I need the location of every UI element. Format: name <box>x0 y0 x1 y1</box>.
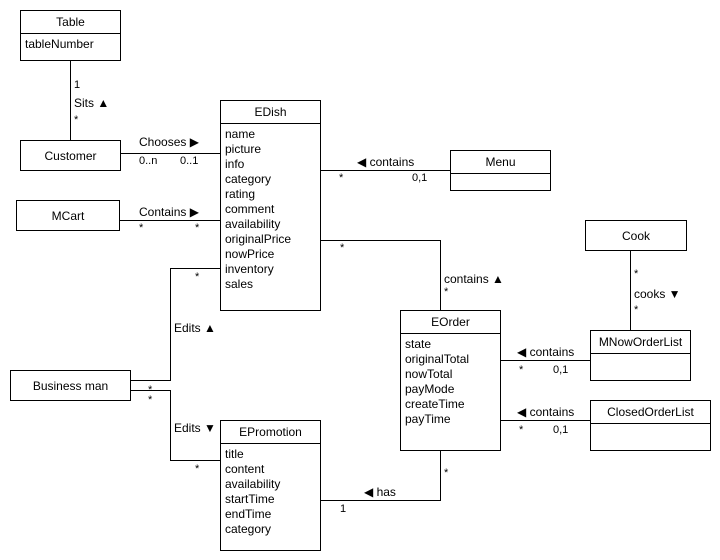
multiplicity: * <box>195 271 200 283</box>
attribute: availability <box>225 477 281 491</box>
association-label-cart-contains: Contains ▶ <box>139 205 199 219</box>
class-name: Cook <box>621 228 650 243</box>
attribute: startTime <box>225 492 275 506</box>
multiplicity: 0,1 <box>553 424 569 436</box>
attribute-list: state originalTotal nowTotal payMode cre… <box>401 334 500 427</box>
attribute: state <box>405 337 432 351</box>
multiplicity: * <box>340 242 345 254</box>
multiplicity: * <box>148 394 153 406</box>
attribute: nowPrice <box>225 247 275 261</box>
association-label-menu-contains: ◀ contains <box>357 155 415 169</box>
multiplicity: * <box>195 222 200 234</box>
multiplicity: 0,1 <box>412 172 428 184</box>
association-label-order-contains: contains ▲ <box>444 272 504 286</box>
attribute: payMode <box>405 382 455 396</box>
class-name: MNowOrderList <box>591 331 690 354</box>
multiplicity: 0..n <box>139 155 158 167</box>
multiplicity: * <box>195 463 200 475</box>
attribute: comment <box>225 202 275 216</box>
attribute: category <box>225 522 272 536</box>
multiplicity: * <box>634 268 639 280</box>
class-name: EPromotion <box>221 421 320 444</box>
attribute: payTime <box>405 412 451 426</box>
class-name: EDish <box>221 101 320 124</box>
association-label-chooses: Chooses ▶ <box>139 135 199 149</box>
multiplicity: * <box>74 114 79 126</box>
class-menu[interactable]: Menu <box>450 150 551 191</box>
class-business-man[interactable]: Business man <box>10 370 131 401</box>
multiplicity: * <box>139 222 144 234</box>
association-label-sits: Sits ▲ <box>74 96 110 110</box>
class-mcart[interactable]: MCart <box>16 200 120 231</box>
multiplicity: 0,1 <box>553 364 569 376</box>
multiplicity: 1 <box>74 79 81 91</box>
attribute: content <box>225 462 265 476</box>
class-name: ClosedOrderList <box>591 401 710 424</box>
attribute: nowTotal <box>405 367 453 381</box>
class-eorder[interactable]: EOrder state originalTotal nowTotal payM… <box>400 310 501 451</box>
class-name: Customer <box>44 148 97 163</box>
attribute: sales <box>225 277 254 291</box>
multiplicity: * <box>148 384 153 396</box>
class-edish[interactable]: EDish name picture info category rating … <box>220 100 321 311</box>
association-label-closed-contains: ◀ contains <box>517 405 575 419</box>
multiplicity: * <box>339 172 344 184</box>
class-customer[interactable]: Customer <box>20 140 121 171</box>
line-edits-dish <box>130 268 220 381</box>
multiplicity: * <box>444 286 449 298</box>
line-edits-promo <box>130 390 220 461</box>
multiplicity: * <box>519 364 524 376</box>
class-name: Menu <box>451 151 550 174</box>
attribute: picture <box>225 142 262 156</box>
class-table[interactable]: Table tableNumber <box>20 10 121 61</box>
line-order-contains-dish <box>320 240 441 310</box>
association-label-has: ◀ has <box>364 485 396 499</box>
attribute-list: name picture info category rating commen… <box>221 124 320 292</box>
multiplicity: 0..1 <box>180 155 199 167</box>
association-label-edits-promo: Edits ▼ <box>174 421 216 435</box>
class-epromotion[interactable]: EPromotion title content availability st… <box>220 420 321 551</box>
attribute-list: tableNumber <box>21 34 120 52</box>
attribute: info <box>225 157 245 171</box>
association-label-cooks: cooks ▼ <box>634 287 681 301</box>
attribute: originalTotal <box>405 352 470 366</box>
multiplicity: * <box>444 467 449 479</box>
association-label-now-contains: ◀ contains <box>517 345 575 359</box>
attribute-list: title content availability startTime end… <box>221 444 320 537</box>
class-mnoworderlist[interactable]: MNowOrderList <box>590 330 691 381</box>
attribute: createTime <box>405 397 465 411</box>
multiplicity: 1 <box>340 503 347 515</box>
class-name: Business man <box>32 378 109 393</box>
attribute: tableNumber <box>25 37 94 51</box>
association-label-edits-dish: Edits ▲ <box>174 321 216 335</box>
class-name: EOrder <box>401 311 500 334</box>
attribute: rating <box>225 187 256 201</box>
attribute: category <box>225 172 272 186</box>
class-cook[interactable]: Cook <box>585 220 687 251</box>
class-name: MCart <box>51 208 85 223</box>
attribute: originalPrice <box>225 232 292 246</box>
attribute: name <box>225 127 256 141</box>
class-name: Table <box>21 11 120 34</box>
multiplicity: * <box>634 304 639 316</box>
attribute: title <box>225 447 244 461</box>
multiplicity: * <box>519 424 524 436</box>
attribute: endTime <box>225 507 272 521</box>
attribute: inventory <box>225 262 274 276</box>
attribute: availability <box>225 217 281 231</box>
line-has <box>320 450 441 501</box>
class-closedorderlist[interactable]: ClosedOrderList <box>590 400 711 451</box>
